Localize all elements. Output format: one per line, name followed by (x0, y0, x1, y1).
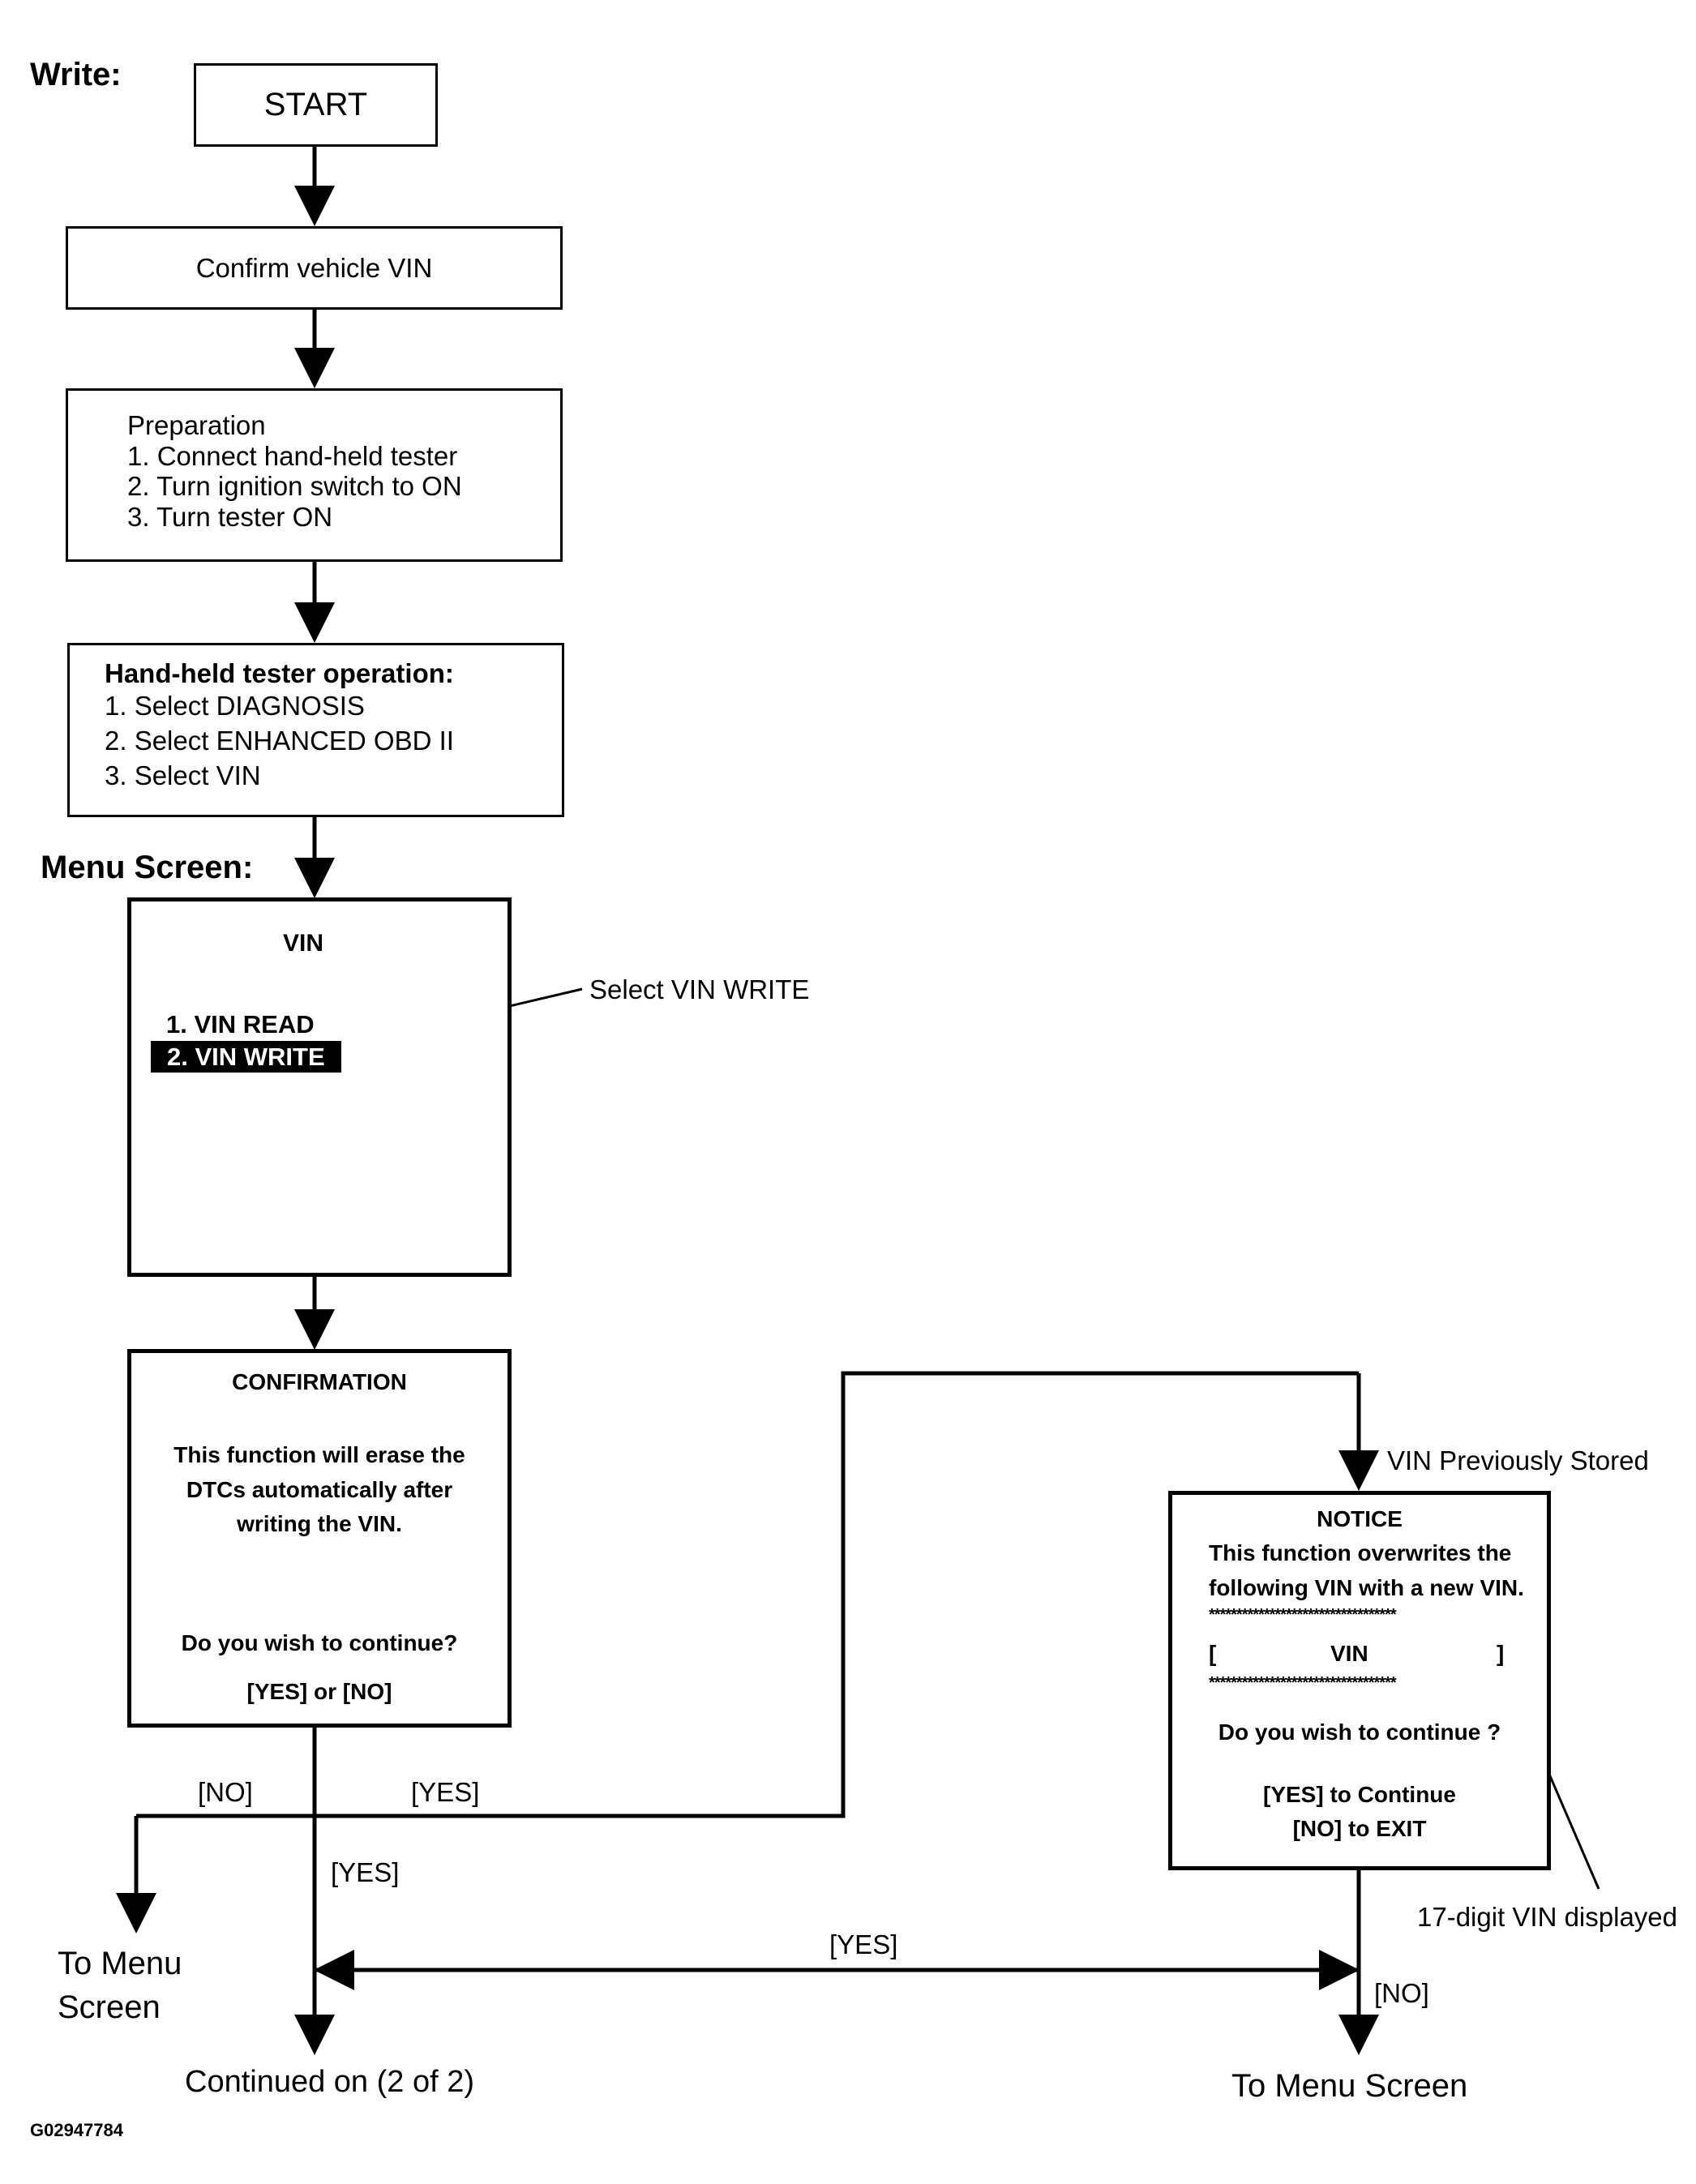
confirmation-title: CONFIRMATION (232, 1369, 407, 1394)
notice-message-1: This function overwrites the (1209, 1540, 1512, 1565)
tester-operation-item-2: 2. Select ENHANCED OBD II (105, 726, 454, 756)
preparation-item-3: 3. Turn tester ON (127, 502, 333, 532)
label-vin-previously-stored: VIN Previously Stored (1387, 1445, 1649, 1475)
continued-label: Continued on (2 of 2) (185, 2065, 475, 2099)
confirmation-box: CONFIRMATION This function will erase th… (127, 1349, 512, 1728)
notice-vin-bracket-close: ] (1497, 1641, 1505, 1666)
tester-operation-box: Hand-held tester operation: 1. Select DI… (67, 643, 564, 817)
notice-question: Do you wish to continue ? (1218, 1719, 1501, 1745)
menu-item-vin-write: 2. VIN WRITE (151, 1041, 341, 1073)
confirmation-message-1: This function will erase the (173, 1442, 465, 1467)
confirmation-message-2: DTCs automatically after (186, 1477, 453, 1502)
callout-select-vin-write: Select VIN WRITE (589, 974, 810, 1004)
start-label: START (263, 87, 368, 122)
tester-operation-item-1: 1. Select DIAGNOSIS (105, 691, 365, 721)
notice-message-2: following VIN with a new VIN. (1209, 1575, 1524, 1600)
notice-title: NOTICE (1317, 1506, 1403, 1531)
notice-vin-label: VIN (1330, 1641, 1368, 1666)
to-menu-right: To Menu Screen (1231, 2068, 1468, 2104)
confirm-vin-box: Confirm vehicle VIN (66, 226, 563, 310)
label-yes-down: [YES] (331, 1857, 400, 1887)
confirm-vin-label: Confirm vehicle VIN (195, 252, 433, 283)
notice-vin-bracket-open: [ (1209, 1641, 1217, 1666)
notice-stars-top: ********************************** (1209, 1606, 1397, 1624)
notice-option-no: [NO] to EXIT (1292, 1816, 1427, 1841)
label-yes-right: [YES] (411, 1777, 480, 1807)
callout-17-digit-vin: 17-digit VIN displayed (1417, 1902, 1678, 1932)
menu-item-vin-read: 1. VIN READ (166, 1010, 315, 1038)
menu-screen-title: VIN (283, 930, 324, 957)
preparation-title: Preparation (127, 410, 266, 440)
figure-id: G02947784 (30, 2120, 123, 2140)
notice-box: NOTICE This function overwrites the foll… (1168, 1491, 1551, 1870)
tester-operation-item-3: 3. Select VIN (105, 760, 261, 790)
line-yes-to-notice (315, 1371, 1359, 1818)
preparation-item-2: 2. Turn ignition switch to ON (127, 471, 462, 501)
confirmation-message-3: writing the VIN. (237, 1511, 402, 1536)
confirmation-options: [YES] or [NO] (246, 1679, 392, 1704)
confirmation-question: Do you wish to continue? (181, 1630, 458, 1655)
notice-option-yes: [YES] to Continue (1263, 1782, 1456, 1807)
notice-stars-bottom: ********************************** (1209, 1674, 1397, 1692)
label-no-notice: [NO] (1374, 1978, 1429, 2008)
to-menu-left-line1: To Menu (58, 1946, 182, 1981)
menu-screen-box: VIN 1. VIN READ 2. VIN WRITE (127, 897, 512, 1277)
label-yes-horizontal: [YES] (829, 1929, 898, 1959)
write-heading: Write: (30, 57, 122, 92)
start-box: START (194, 63, 438, 147)
to-menu-left-line2: Screen (58, 1989, 161, 2025)
preparation-item-1: 1. Connect hand-held tester (127, 441, 458, 471)
preparation-box: Preparation 1. Connect hand-held tester … (66, 388, 563, 562)
tester-operation-title: Hand-held tester operation: (105, 658, 454, 688)
label-no-left: [NO] (198, 1777, 253, 1807)
menu-screen-heading: Menu Screen: (41, 850, 254, 885)
